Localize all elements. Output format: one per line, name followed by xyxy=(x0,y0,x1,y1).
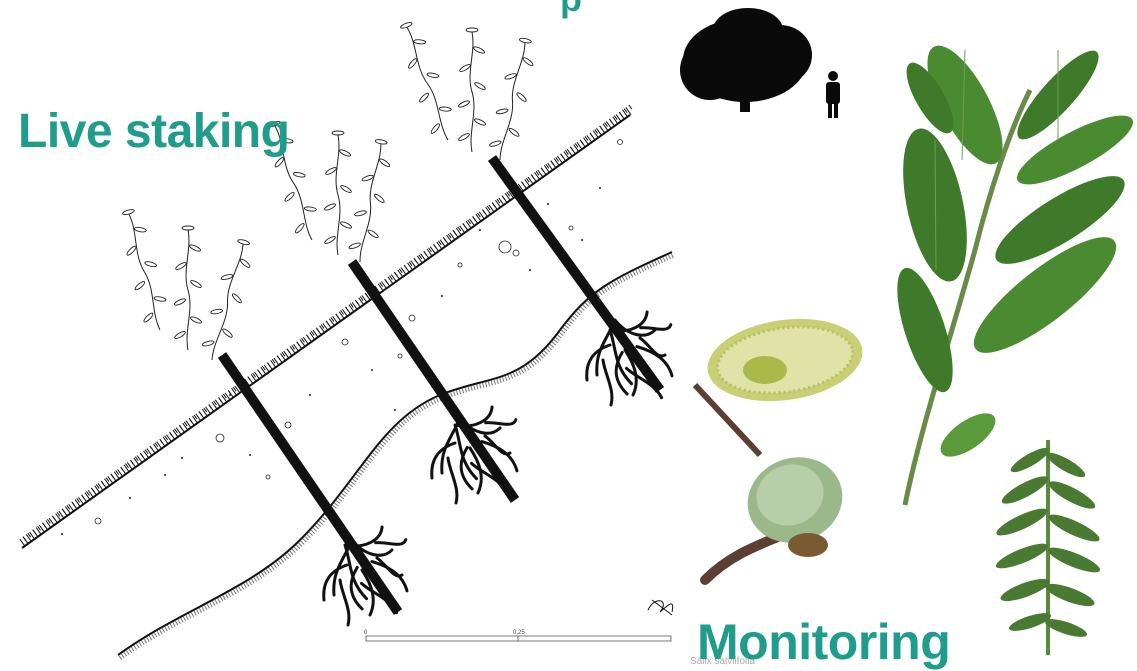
scale-mid-label: 0,25 xyxy=(513,630,525,636)
ground-surface xyxy=(22,106,632,548)
tree-silhouette-icon xyxy=(680,8,812,112)
scale-start-label: 0 xyxy=(364,630,368,636)
soil-texture xyxy=(95,140,623,525)
scale-bar: 0 0,25 xyxy=(364,630,671,641)
live-staking-heading: Live staking xyxy=(18,104,289,159)
bud-illustration xyxy=(705,444,854,580)
monitoring-heading: Monitoring xyxy=(697,613,950,671)
catkin-illustration xyxy=(695,310,868,455)
person-silhouette-icon xyxy=(826,71,840,118)
signature-mark xyxy=(648,600,673,615)
willow-shoot-illustration xyxy=(993,440,1102,655)
willow-branch-illustration xyxy=(886,35,1137,505)
stake-1 xyxy=(114,207,438,629)
soil-layer-boundary xyxy=(118,252,674,658)
